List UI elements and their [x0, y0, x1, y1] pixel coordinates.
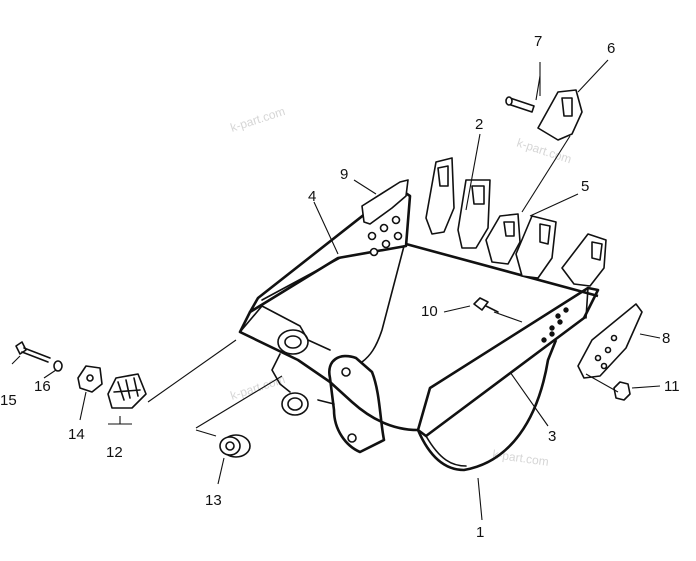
- watermark: k-part.com: [229, 104, 287, 135]
- leader-lines: [11, 59, 661, 521]
- callout-15: 15: [0, 392, 17, 409]
- tooth: [425, 157, 455, 235]
- hinge-bracket: [328, 354, 386, 454]
- callout-12: 12: [106, 444, 123, 461]
- bushing-13: [219, 434, 251, 458]
- bolt-10: [473, 297, 499, 313]
- callout-13: 13: [205, 492, 222, 509]
- retainer-14: [77, 365, 103, 393]
- bolt-15: [15, 341, 51, 363]
- hinge-boss-lower: [281, 392, 309, 416]
- washer-16: [53, 360, 63, 372]
- bucket-teeth: [425, 157, 607, 287]
- callout-10: 10: [421, 303, 438, 320]
- callout-5: 5: [581, 178, 589, 195]
- tooth: [485, 213, 521, 265]
- callout-3: 3: [548, 428, 556, 445]
- watermark: k-part.com: [515, 136, 573, 167]
- callout-7: 7: [534, 33, 542, 50]
- callout-labels: 1 2 3 4 5 6 7 8 9 10 11 12 13 14 15 16: [0, 33, 680, 541]
- right-plate-holes: [541, 307, 569, 343]
- bucket-bottom-wrapper: [416, 339, 558, 472]
- tooth: [561, 233, 607, 287]
- callout-11: 11: [664, 378, 680, 395]
- callout-1: 1: [476, 524, 484, 541]
- callout-8: 8: [662, 330, 670, 347]
- watermark: k-part.com: [229, 372, 287, 403]
- callout-14: 14: [68, 426, 85, 443]
- tooth: [457, 179, 491, 249]
- hinge-boss-upper: [277, 329, 309, 355]
- callout-2: 2: [475, 116, 483, 133]
- tooth: [515, 215, 557, 279]
- callout-4: 4: [308, 188, 316, 205]
- tooth-point-6: [537, 89, 583, 141]
- side-cutter-9: [361, 179, 409, 225]
- shims-12: [107, 373, 147, 409]
- side-cutter-8: [577, 303, 643, 379]
- left-plate-bolts: [367, 215, 403, 257]
- watermark: k-part.com: [492, 447, 550, 469]
- bucket-body: [238, 186, 600, 472]
- pin-7: [505, 96, 535, 113]
- nut-11: [613, 381, 631, 401]
- callout-6: 6: [607, 40, 615, 57]
- callout-16: 16: [34, 378, 51, 395]
- callout-9: 9: [340, 166, 348, 183]
- bucket-shell: [238, 311, 419, 432]
- right-side-plate: [416, 286, 600, 438]
